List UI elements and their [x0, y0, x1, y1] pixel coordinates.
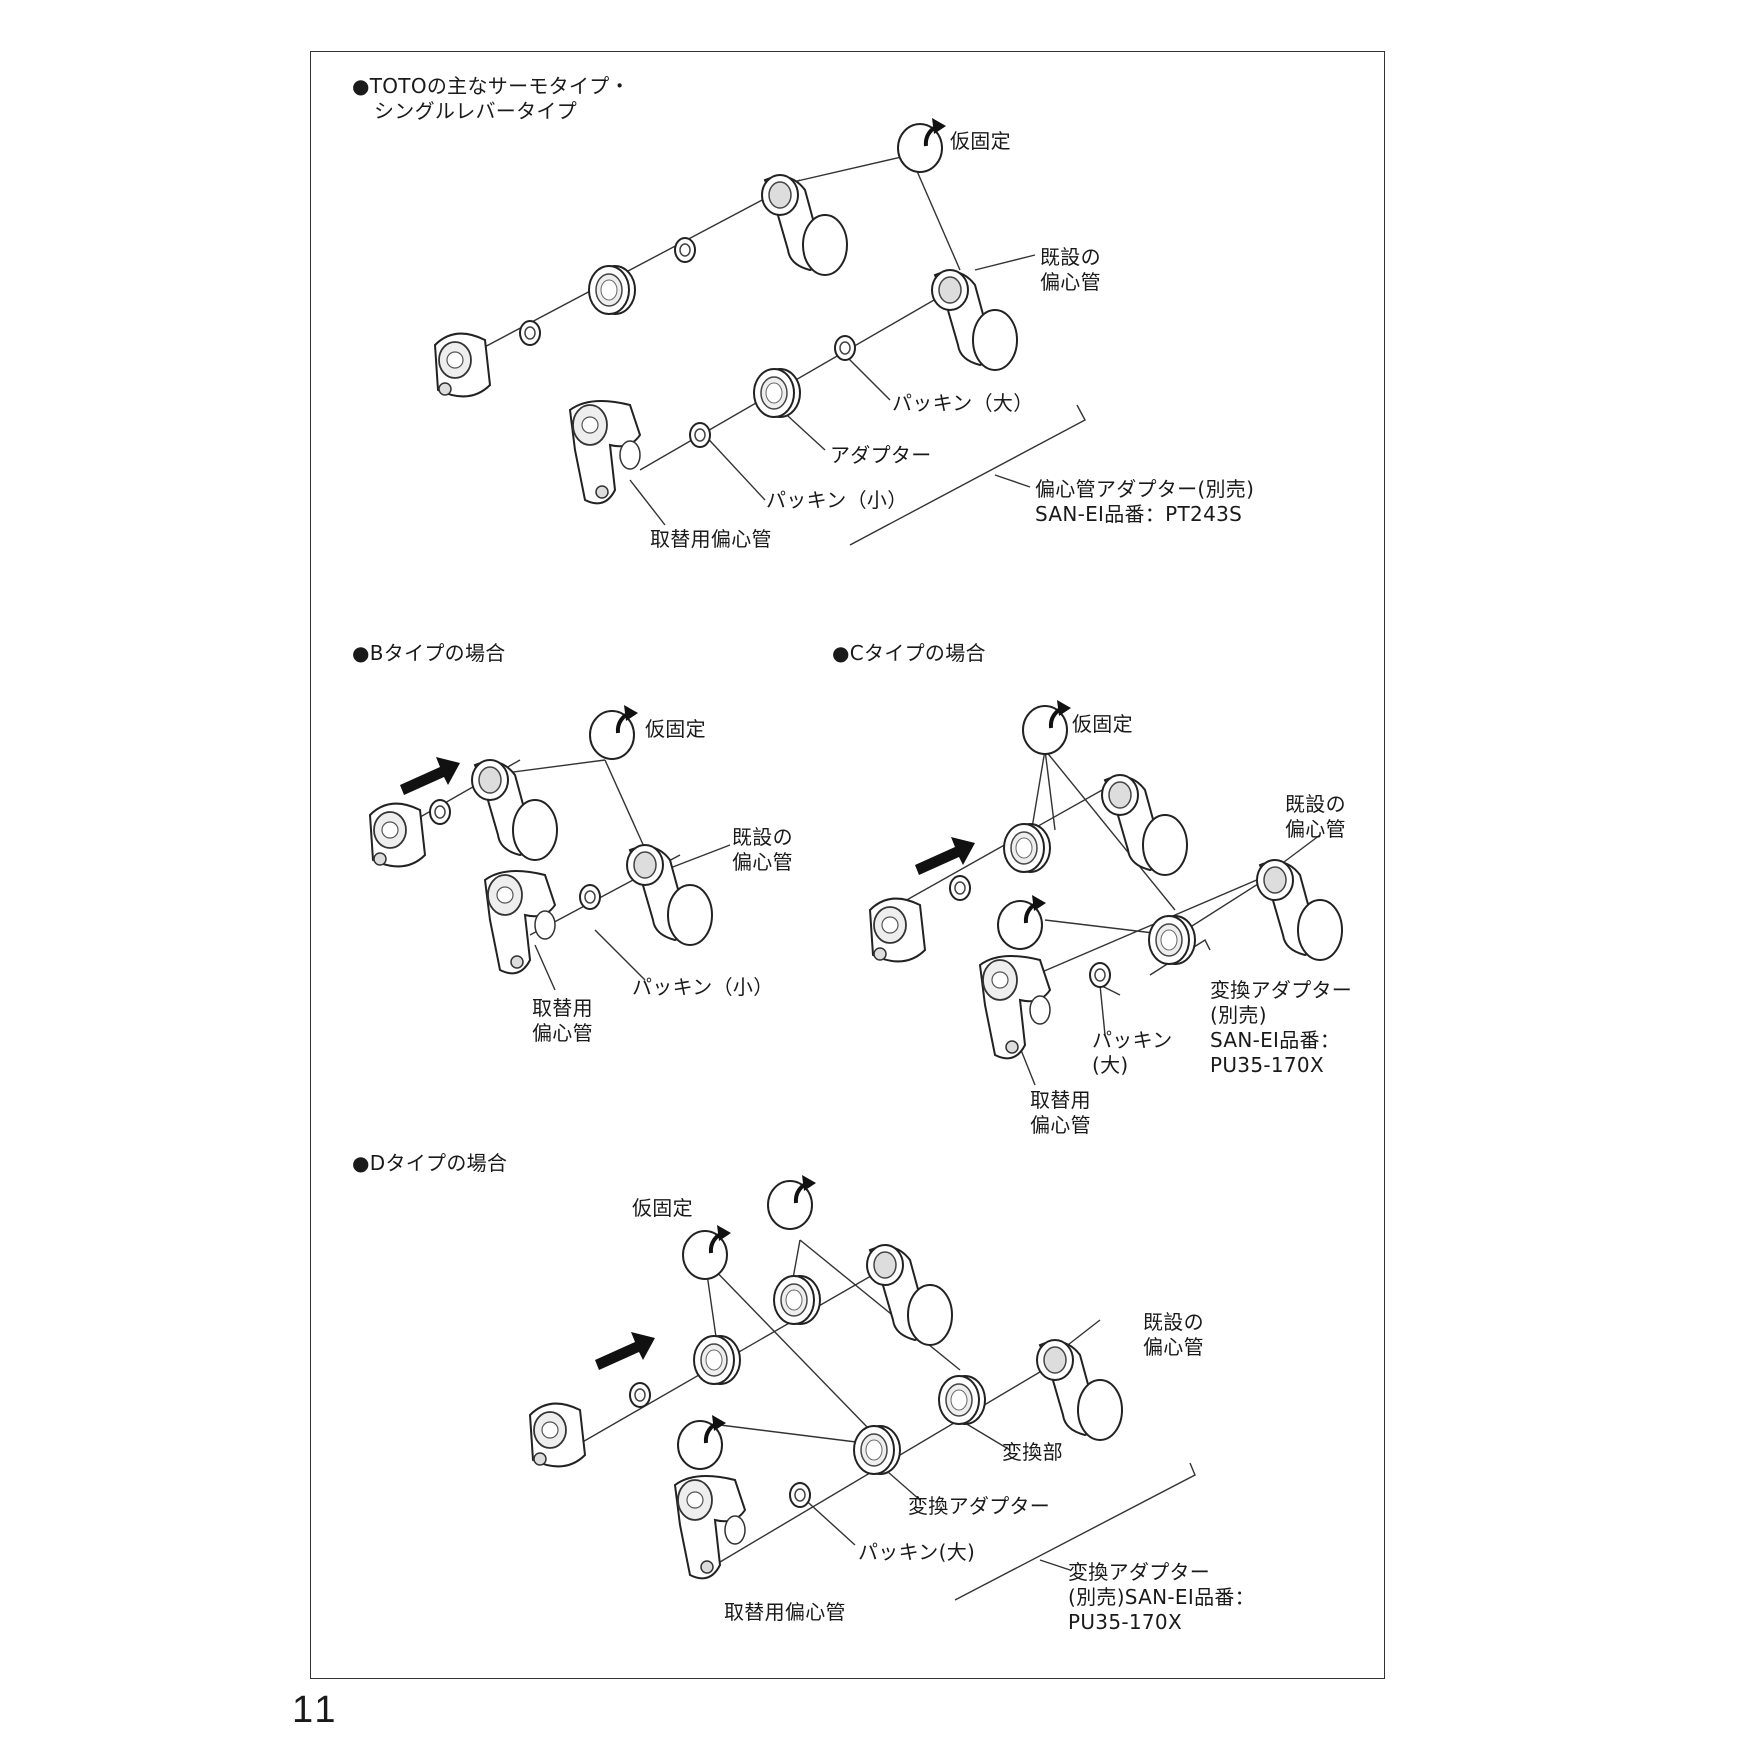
type-d-existing-label-2: 偏心管 [1143, 1335, 1204, 1359]
type-b-temp-fix-label: 仮固定 [645, 717, 706, 741]
main-existing-label-1: 既設の [1040, 245, 1101, 269]
type-d-product-label-3: PU35-170X [1068, 1610, 1182, 1634]
type-d-heading: ●Dタイプの場合 [352, 1151, 508, 1175]
type-d-product-label-1: 変換アダプター [1068, 1560, 1211, 1584]
type-d-existing-label-1: 既設の [1143, 1310, 1204, 1334]
type-d-temp-fix-label: 仮固定 [632, 1196, 693, 1220]
type-b-existing-label-1: 既設の [732, 825, 793, 849]
type-c-conv-label-4: PU35-170X [1210, 1053, 1324, 1077]
type-b-replacement-label-2: 偏心管 [532, 1021, 593, 1045]
page-number: 11 [292, 1689, 340, 1731]
type-b-replacement-label-1: 取替用 [532, 996, 593, 1020]
type-c-packing-label-2: (大) [1092, 1053, 1129, 1077]
type-c-conv-label-2: (別売) [1210, 1003, 1267, 1027]
type-c-conv-label-1: 変換アダプター [1210, 978, 1353, 1002]
main-adapter-label: アダプター [830, 443, 932, 467]
type-c-existing-label-1: 既設の [1285, 792, 1346, 816]
type-d-product-label-2: (別売)SAN-EI品番： [1068, 1585, 1255, 1609]
type-c-replacement-label-1: 取替用 [1030, 1088, 1091, 1112]
type-c-conv-label-3: SAN-EI品番： [1210, 1028, 1341, 1052]
type-c-existing-label-2: 偏心管 [1285, 817, 1346, 841]
type-c-temp-fix-label: 仮固定 [1072, 712, 1133, 736]
type-c-replacement-label-2: 偏心管 [1030, 1113, 1091, 1137]
main-existing-label-2: 偏心管 [1040, 270, 1101, 294]
main-temp-fix-label: 仮固定 [950, 129, 1011, 153]
main-heading-line2: シングルレバータイプ [374, 99, 577, 123]
main-heading-line1: ●TOTOの主なサーモタイプ・ [352, 74, 630, 98]
main-product-label-1: 偏心管アダプター(別売) [1035, 477, 1255, 501]
main-replacement-label: 取替用偏心管 [650, 527, 772, 551]
type-c-heading: ●Cタイプの場合 [832, 641, 986, 665]
main-packing-large-label: パッキン（大） [892, 391, 1034, 415]
type-d-conv-adapter-label: 変換アダプター [908, 1494, 1051, 1518]
type-b-packing-small-label: パッキン（小） [632, 975, 774, 999]
type-d-conversion-part-label: 変換部 [1002, 1440, 1063, 1464]
type-c-packing-label-1: パッキン [1092, 1028, 1173, 1052]
main-packing-small-label: パッキン（小） [766, 488, 908, 512]
type-b-existing-label-2: 偏心管 [732, 850, 793, 874]
type-d-replacement-label: 取替用偏心管 [724, 1600, 846, 1624]
page-frame [310, 51, 1385, 1679]
type-b-heading: ●Bタイプの場合 [352, 641, 506, 665]
type-d-packing-large-label: パッキン(大) [858, 1540, 976, 1564]
main-product-label-2: SAN-EI品番：PT243S [1035, 502, 1243, 526]
